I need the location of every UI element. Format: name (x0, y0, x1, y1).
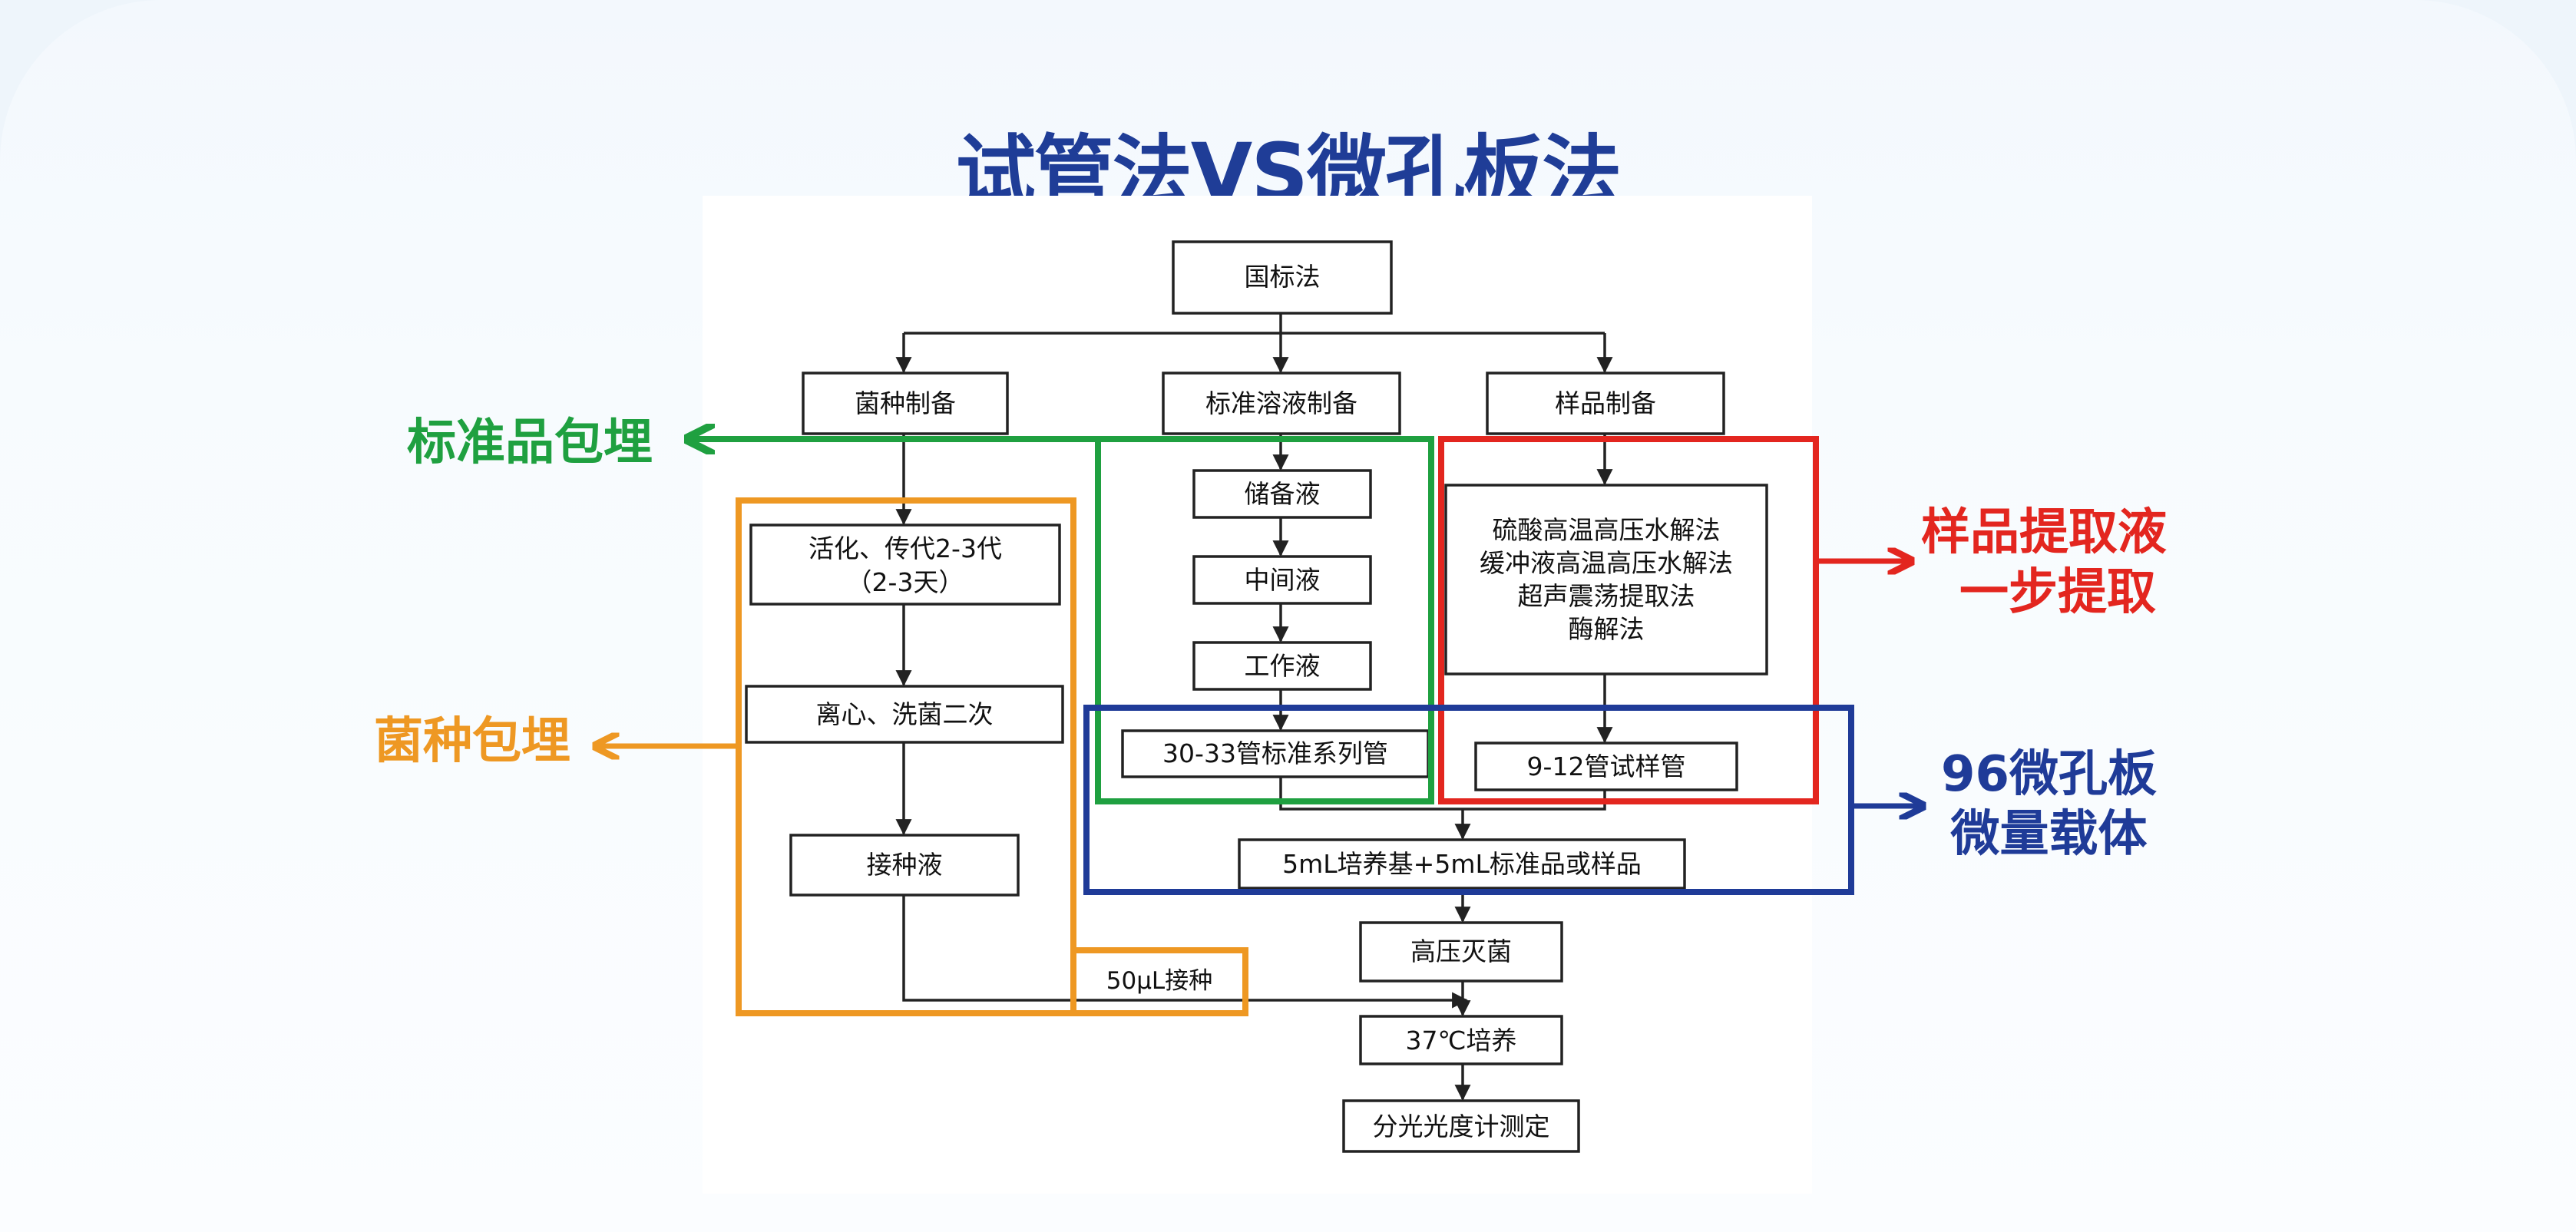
node-extract-line2: 缓冲液高温高压水解法 (1480, 548, 1733, 578)
node-extract-methods: 硫酸高温高压水解法 缓冲液高温高压水解法 超声震荡提取法 酶解法 (1444, 484, 1768, 675)
node-std-prep: 标准溶液制备 (1162, 372, 1401, 435)
node-measure-label: 分光光度计测定 (1373, 1111, 1550, 1141)
node-activate: 活化、传代2-3代 （2-3天） (749, 524, 1061, 606)
sample-extract-label: 样品提取液 一步提取 (1921, 503, 2167, 623)
node-measure: 分光光度计测定 (1342, 1099, 1580, 1153)
node-intermediate-label: 中间液 (1245, 565, 1321, 595)
node-sample-prep: 样品制备 (1486, 372, 1725, 435)
node-activate-line2: （2-3天） (847, 567, 964, 597)
orange-frame: 50μL接种 (736, 497, 1248, 1016)
node-activate-line1: 活化、传代2-3代 (809, 533, 1002, 563)
node-std-series: 30-33管标准系列管 (1121, 729, 1430, 778)
node-working-label: 工作液 (1245, 651, 1321, 681)
strain-embed-label: 菌种包埋 (374, 713, 570, 770)
node-stock: 储备液 (1192, 469, 1372, 519)
node-sterilize: 高压灭菌 (1359, 921, 1563, 983)
node-extract-line1: 硫酸高温高压水解法 (1493, 515, 1721, 545)
node-std-series-label: 30-33管标准系列管 (1162, 738, 1388, 768)
sample-extract-line1: 样品提取液 (1921, 504, 2167, 561)
microplate-line2: 微量载体 (1950, 806, 2148, 864)
microplate-label: 96微孔板 微量载体 (1941, 745, 2157, 864)
node-sterilize-label: 高压灭菌 (1410, 936, 1512, 966)
node-intermediate: 中间液 (1192, 555, 1372, 605)
node-extract-line4: 酶解法 (1569, 614, 1645, 644)
inoculate-50ul-label: 50μL接种 (1106, 967, 1212, 995)
node-inoculum-label: 接种液 (867, 850, 943, 880)
node-gb: 国标法 (1172, 240, 1393, 315)
blue-frame (1083, 705, 1854, 895)
green-frame (1095, 436, 1434, 804)
node-gb-label: 国标法 (1245, 262, 1321, 292)
microplate-line1: 96微孔板 (1941, 746, 2158, 803)
node-incubate: 37℃培养 (1359, 1015, 1563, 1065)
node-inoculum: 接种液 (789, 834, 1020, 897)
node-sample-tubes: 9-12管试样管 (1474, 742, 1738, 791)
node-extract-line3: 超声震荡提取法 (1518, 581, 1695, 611)
node-medium-mix: 5mL培养基+5mL标准品或样品 (1238, 838, 1686, 890)
node-stock-label: 储备液 (1245, 479, 1321, 509)
node-strain-prep: 菌种制备 (802, 372, 1009, 435)
node-centrifuge-label: 离心、洗菌二次 (816, 699, 994, 729)
node-sample-tubes-label: 9-12管试样管 (1527, 751, 1686, 781)
node-strain-prep-label: 菌种制备 (855, 388, 956, 418)
node-centrifuge: 离心、洗菌二次 (745, 685, 1064, 744)
node-std-prep-label: 标准溶液制备 (1205, 388, 1357, 418)
node-incubate-label: 37℃培养 (1405, 1026, 1516, 1055)
std-embed-label: 标准品包埋 (407, 415, 653, 471)
connector-inoculum-incubate (902, 895, 1469, 1009)
node-working: 工作液 (1192, 641, 1372, 691)
sample-extract-line2: 一步提取 (1959, 564, 2156, 622)
red-frame (1438, 436, 1819, 804)
node-sample-prep-label: 样品制备 (1555, 388, 1656, 418)
node-medium-mix-label: 5mL培养基+5mL标准品或样品 (1282, 849, 1642, 879)
